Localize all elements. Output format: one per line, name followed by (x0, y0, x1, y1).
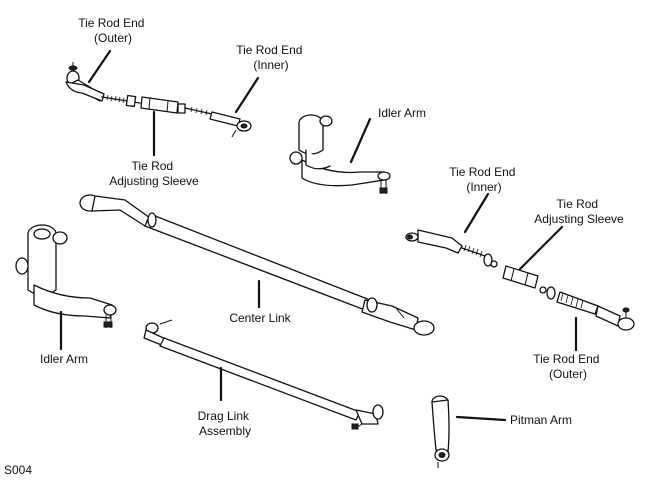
tie-rod-end-outer-right-part (556, 291, 635, 331)
center-link-part (79, 194, 435, 336)
tie-rod-end-inner-right-part (405, 229, 498, 268)
label-drag-link-assembly: Drag Link Assembly (198, 409, 253, 438)
tie-rod-thread-top-left (101, 94, 141, 108)
label-pitman-arm: Pitman Arm (510, 413, 572, 427)
label-tie-rod-end-outer-right: Tie Rod End (Outer) (533, 352, 603, 381)
label-tie-rod-end-inner-top: Tie Rod End (Inner) (236, 43, 306, 72)
diagram-id: S004 (4, 463, 32, 477)
label-center-link: Center Link (229, 311, 291, 325)
label-tie-rod-end-outer-top: Tie Rod End (Outer) (78, 16, 148, 45)
tie-rod-end-inner-top-part (184, 106, 252, 138)
leader-lines (59, 49, 578, 422)
tie-rod-assembly-top (65, 62, 252, 138)
tie-rod-assembly-right (405, 229, 635, 331)
idler-arm-top-part (289, 114, 391, 194)
tie-rod-end-outer-top-part (65, 62, 105, 102)
pitman-arm-part (431, 395, 450, 468)
label-tie-rod-end-inner-right: Tie Rod End (Inner) (449, 165, 519, 194)
idler-arm-left-part (15, 224, 117, 328)
label-idler-arm-left: Idler Arm (40, 352, 88, 366)
tie-rod-adjusting-sleeve-top-part (140, 96, 186, 114)
drag-link-assembly-part (143, 319, 384, 430)
label-tie-rod-adjusting-sleeve-top: Tie Rod Adjusting Sleeve (109, 159, 199, 188)
label-idler-arm-top: Idler Arm (378, 106, 426, 120)
tie-rod-adjusting-sleeve-right-part (502, 265, 556, 300)
label-tie-rod-adjusting-sleeve-right: Tie Rod Adjusting Sleeve (534, 197, 624, 226)
